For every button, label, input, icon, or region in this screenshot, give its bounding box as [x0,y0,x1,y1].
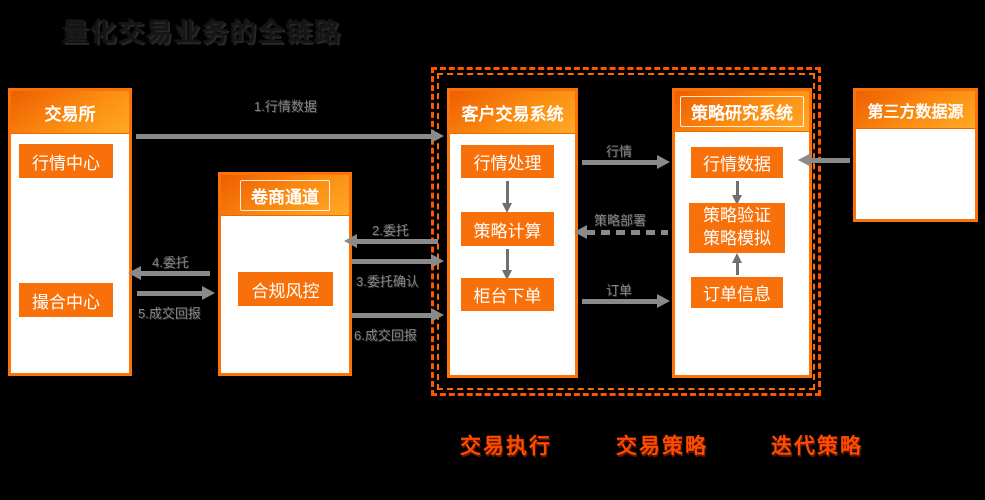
arrow-strategy-to-order [502,249,512,280]
node-market-center: 行情中心 [19,144,113,178]
arrow-2-client-to-broker [344,234,438,248]
arrow-thirdparty-to-research [798,153,850,167]
node-strategy-simulate-line: 策略模拟 [703,229,771,248]
arrow-5-exchange-to-broker [137,286,215,300]
label-5-fill-report: 5.成交回报 [138,306,201,321]
node-quote-processing: 行情处理 [461,145,554,178]
node-market-data: 行情数据 [691,147,783,178]
arrow-order-client-to-research [582,294,670,308]
panel-thirdparty-datasource: 第三方数据源 [853,88,978,222]
panel-research-header: 策略研究系统 [675,91,809,132]
trading-systems-dashed-frame [431,67,821,396]
footer-label-iterate-strategy: 迭代策略 [771,435,863,458]
arrow-4-broker-to-exchange [128,266,210,280]
label-1-quote-data: 1.行情数据 [254,99,317,114]
label-order: 订单 [606,283,633,298]
dashed-frame-inner-line [437,73,815,390]
arrow-1-exchange-to-client [136,129,444,143]
arrow-6-broker-to-client-fill [352,308,444,322]
arrow-data-to-validate [732,181,742,205]
arrow-deploy-research-to-client [574,225,668,239]
node-strategy-compute: 策略计算 [461,212,554,246]
label-4-entrust: 4.委托 [152,255,189,270]
label-2-entrust: 2.委托 [372,223,409,238]
footer-label-trade-strategy: 交易策略 [616,435,708,458]
arrow-3-broker-to-client [352,254,444,268]
panel-thirdparty-header: 第三方数据源 [856,91,975,129]
panel-exchange-header: 交易所 [11,91,129,134]
panel-broker-title: 卷商通道 [240,179,330,211]
node-matching-center: 撮合中心 [19,283,113,317]
footer-label-trade-execution: 交易执行 [460,435,552,458]
panel-exchange: 交易所 [8,88,132,376]
node-compliance-risk: 合规风控 [238,272,333,306]
panel-broker-header: 卷商通道 [221,175,349,216]
panel-research-title: 策略研究系统 [680,95,804,127]
node-order-info: 订单信息 [691,277,783,308]
node-strategy-validate-simulate: 策略验证 策略模拟 [689,203,785,253]
label-strategy-deploy: 策略部署 [594,213,647,228]
panel-exchange-title: 交易所 [44,104,96,124]
page-title: 量化交易业务的全链路 [62,17,343,47]
panel-client-title: 客户交易系统 [461,104,564,124]
arrow-quote-to-strategy [502,181,512,213]
label-quote: 行情 [606,144,633,159]
panel-thirdparty-title: 第三方数据源 [867,103,964,121]
panel-client-header: 客户交易系统 [450,91,575,134]
arrow-orderinfo-to-validate [732,253,742,275]
label-6-fill-report: 6.成交回报 [354,328,417,343]
label-3-entrust-confirm: 3.委托确认 [356,274,419,289]
node-strategy-validate-line: 策略验证 [703,206,771,226]
node-counter-order: 柜台下单 [461,278,554,311]
arrow-quote-client-to-research [582,155,670,169]
